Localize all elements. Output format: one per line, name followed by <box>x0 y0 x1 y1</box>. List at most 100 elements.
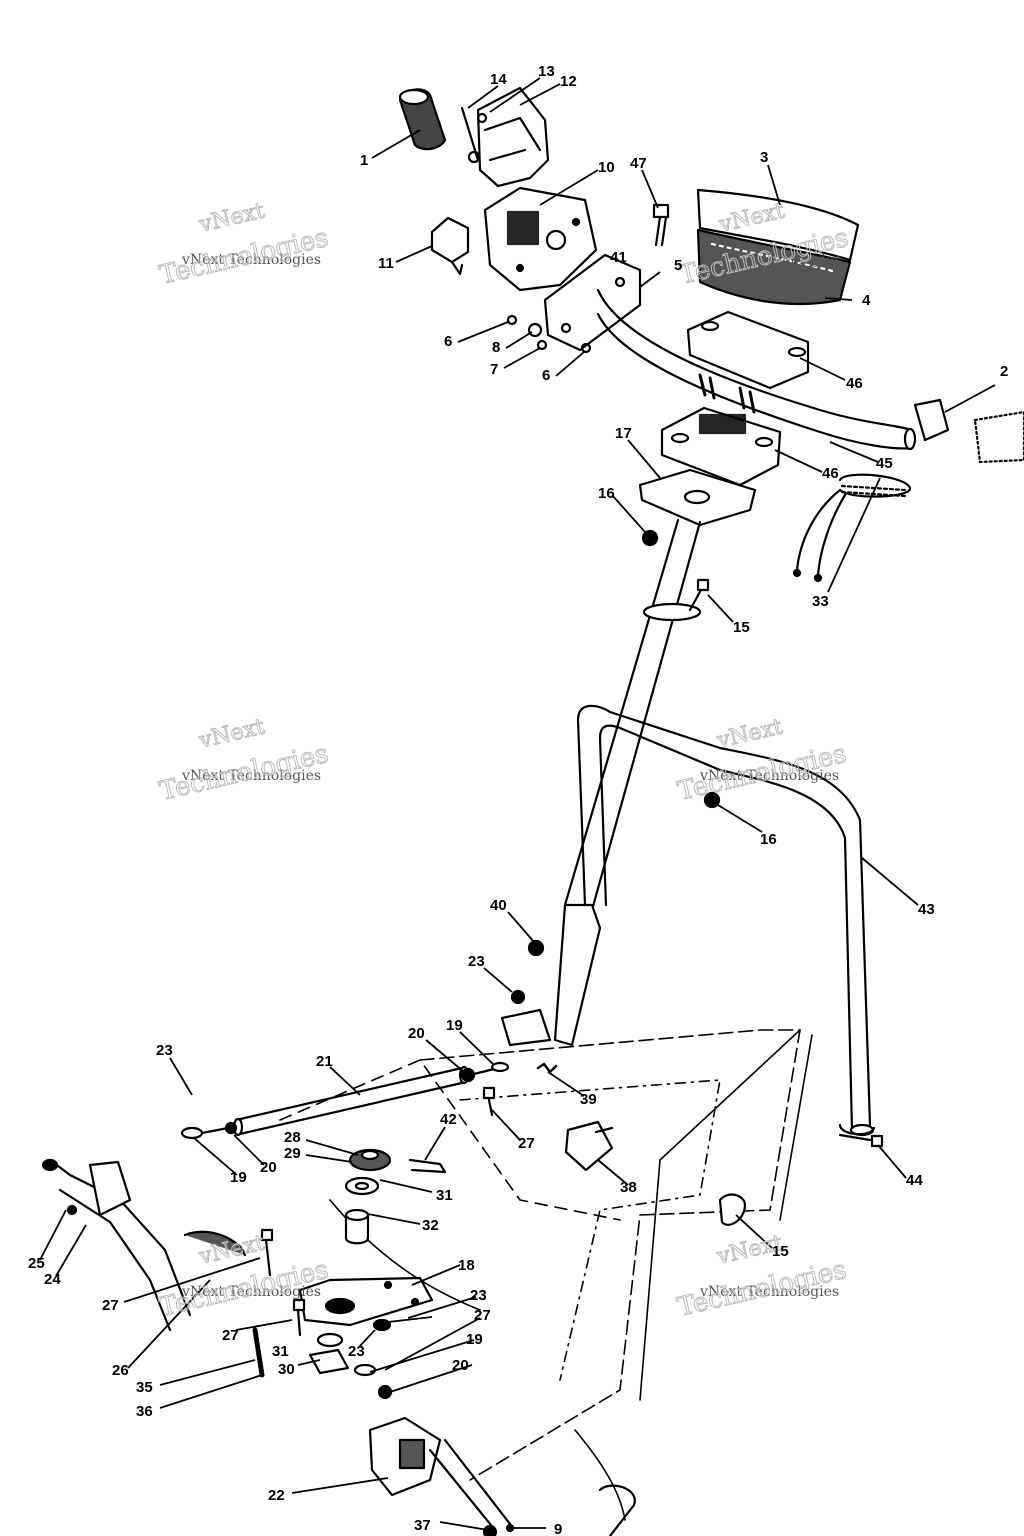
handlebar-tube-part <box>596 288 917 451</box>
callout-36: 36 <box>136 1403 153 1420</box>
throttle-cover-part <box>460 86 550 188</box>
tie-rod-part <box>232 1065 470 1137</box>
leader-lines <box>39 77 996 1531</box>
callout-15: 15 <box>733 619 750 636</box>
callout-47: 47 <box>630 155 647 172</box>
watermark-line-1: vNext <box>196 198 267 237</box>
callout-17: 17 <box>615 425 632 442</box>
callout-13: 13 <box>538 63 555 80</box>
callout-26: 26 <box>112 1362 129 1379</box>
callout-11: 11 <box>378 255 394 272</box>
callout-46: 46 <box>846 375 863 392</box>
steering-plate-part <box>638 468 757 527</box>
callout-15: 15 <box>772 1243 789 1260</box>
bolt-44-part <box>838 1133 884 1148</box>
callout-42: 42 <box>440 1111 457 1128</box>
clamp-lower-part <box>660 406 782 487</box>
callout-41: 41 <box>610 249 627 266</box>
watermark-line-1: vNext <box>196 714 267 753</box>
nut-part <box>641 529 721 809</box>
callout-35: 35 <box>136 1379 153 1396</box>
callout-20: 20 <box>260 1159 277 1176</box>
watermark-line-2: vNext Technologies <box>699 768 839 784</box>
callout-27: 27 <box>474 1307 491 1324</box>
watermark-line-3: Technologies <box>675 739 849 807</box>
chassis-frame-part <box>279 1029 813 1521</box>
lower-spindle-part <box>368 1416 636 1536</box>
callout-16: 16 <box>598 485 615 502</box>
mount-plate-part <box>543 253 642 352</box>
watermark-line-3: Technologies <box>157 739 331 807</box>
callout-2: 2 <box>1000 363 1008 380</box>
watermark-line-2: vNext Technologies <box>701 252 841 268</box>
callout-23: 23 <box>468 953 485 970</box>
callout-29: 29 <box>284 1145 301 1162</box>
spindle-assembly-part <box>41 1158 247 1332</box>
watermark-line-2: vNext Technologies <box>181 1284 321 1300</box>
callout-19: 19 <box>446 1017 463 1034</box>
watermark: vNext vNext Technologies Technologies <box>156 714 331 807</box>
watermark-line-1: vNext <box>714 714 785 753</box>
watermark: vNext vNext Technologies Technologies <box>674 714 849 807</box>
callout-31: 31 <box>272 1343 289 1360</box>
pivot-bushing-part <box>344 1148 392 1245</box>
roll-bar-part <box>576 704 876 1137</box>
callout-6: 6 <box>542 367 550 384</box>
watermark-line-3: Technologies <box>157 223 331 291</box>
cotter-pin-part <box>408 1158 447 1174</box>
grip-part <box>398 88 447 151</box>
callout-23: 23 <box>470 1287 487 1304</box>
callout-27: 27 <box>102 1297 119 1314</box>
small-hardware <box>506 314 592 354</box>
callout-44: 44 <box>906 1172 923 1189</box>
callout-46: 46 <box>822 465 839 482</box>
callout-27: 27 <box>518 1135 535 1152</box>
bolt-part <box>652 203 670 247</box>
callout-43: 43 <box>918 901 935 918</box>
callout-31: 31 <box>436 1187 453 1204</box>
steering-column-part <box>500 518 702 1047</box>
callout-39: 39 <box>580 1091 597 1108</box>
callout-19: 19 <box>466 1331 483 1348</box>
callout-5: 5 <box>674 257 682 274</box>
callout-33: 33 <box>812 593 829 610</box>
callout-24: 24 <box>44 1271 61 1288</box>
callout-4: 4 <box>862 292 871 309</box>
callout-16: 16 <box>760 831 777 848</box>
callout-23: 23 <box>348 1343 365 1360</box>
watermark: vNext vNext Technologies Technologies <box>674 1230 849 1323</box>
clamp-upper-part <box>686 310 810 390</box>
watermark-line-2: vNext Technologies <box>181 768 321 784</box>
callout-25: 25 <box>28 1255 45 1272</box>
callout-14: 14 <box>490 71 507 88</box>
callout-7: 7 <box>490 361 498 378</box>
callout-32: 32 <box>422 1217 439 1234</box>
rod-end-part <box>180 1061 510 1140</box>
callout-10: 10 <box>598 159 615 176</box>
cable-coil-part <box>792 473 912 583</box>
callout-40: 40 <box>490 897 507 914</box>
steering-arm-part <box>298 1276 434 1327</box>
callout-28: 28 <box>284 1129 301 1146</box>
callout-1: 1 <box>360 152 368 169</box>
right-grip-part <box>913 398 1024 464</box>
callout-12: 12 <box>560 73 577 90</box>
callout-45: 45 <box>876 455 893 472</box>
bracket-38-part <box>564 1120 614 1172</box>
washer-part <box>308 1318 393 1400</box>
callout-8: 8 <box>492 339 500 356</box>
callout-18: 18 <box>458 1257 475 1274</box>
watermark-line-3: Technologies <box>675 1255 849 1323</box>
watermark-line-2: vNext Technologies <box>699 1284 839 1300</box>
callout-37: 37 <box>414 1517 431 1534</box>
callout-9: 9 <box>554 1521 562 1536</box>
throttle-housing-part <box>483 186 598 292</box>
part-drawings <box>41 86 1024 1536</box>
callout-3: 3 <box>760 149 768 166</box>
callout-27: 27 <box>222 1327 239 1344</box>
threaded-stud-part <box>252 1327 265 1378</box>
callout-30: 30 <box>278 1361 295 1378</box>
callout-6: 6 <box>444 333 452 350</box>
spring-part <box>536 1062 558 1074</box>
